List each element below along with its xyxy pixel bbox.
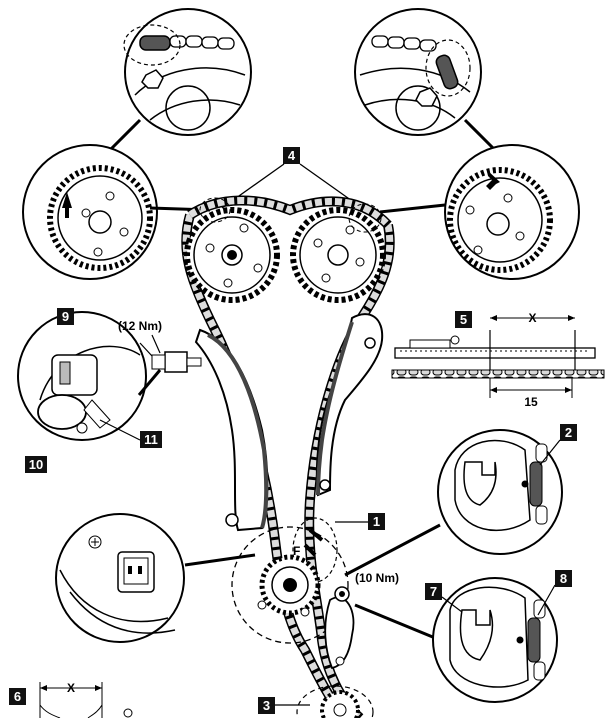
detail-chain-gauge: 5 X 15 [391,311,605,409]
detail-crank-mark-bottom [432,577,558,703]
gauge-x-label: X [528,311,536,325]
detail-crank-mark-top [437,429,563,555]
callout-10: 10 [25,456,47,473]
svg-text:8: 8 [560,571,567,586]
arrow-diagonal-icon [486,170,500,190]
detail-6-measure: X [39,681,133,718]
svg-text:9: 9 [62,309,69,324]
chain-tensioner [324,586,355,670]
svg-text:6: 6 [14,689,21,704]
callout-8: 8 [537,570,572,616]
detail-solenoid-zoom [17,311,147,441]
timing-chain [181,195,395,718]
callout-11: 11 [99,419,162,448]
svg-text:5: 5 [460,312,467,327]
svg-text:11: 11 [144,432,158,447]
exhaust-camshaft-sprocket [290,203,386,303]
crankshaft-sprocket: F [231,526,349,644]
leader-line [344,523,441,577]
svg-text:2: 2 [565,425,572,440]
gauge-value-label: 15 [524,395,538,409]
detail-top-right-zoom [354,8,482,136]
svg-text:4: 4 [288,148,296,163]
svg-text:10: 10 [29,457,43,472]
leader-line [137,369,162,396]
callout-5-badge [455,311,472,328]
detail6-x-label: X [67,681,75,695]
detail-exhaust-adjuster [444,144,580,280]
intake-camshaft-sprocket [184,197,280,303]
callout-3: 3 [258,697,310,714]
crank-mark-f: F [293,544,300,558]
arrow-up-icon [62,192,72,218]
leader-line [184,553,256,567]
leader-line [354,603,441,642]
torque-label-solenoid: (12 Nm) [118,319,162,333]
detail-crank-sensor [55,513,185,643]
callout-2: 2 [539,424,577,466]
svg-text:3: 3 [263,698,270,713]
leader-line [379,203,446,214]
callout-7: 7 [425,583,463,613]
torque-label-tensioner: (10 Nm) [355,571,399,585]
svg-text:7: 7 [430,584,437,599]
callout-9: 9 [57,308,74,325]
detail-top-left-zoom [123,8,252,136]
svg-text:1: 1 [373,514,380,529]
oil-pump-sprocket [296,685,374,718]
chain-links-top-right [371,35,437,52]
detail-intake-adjuster [22,144,158,280]
tensioner-rail-left [194,328,269,532]
guide-rail-right [315,313,384,497]
solenoid-valve-small [151,351,202,373]
callout-6: 6 [9,688,26,705]
chain-links-top-left [169,35,235,50]
